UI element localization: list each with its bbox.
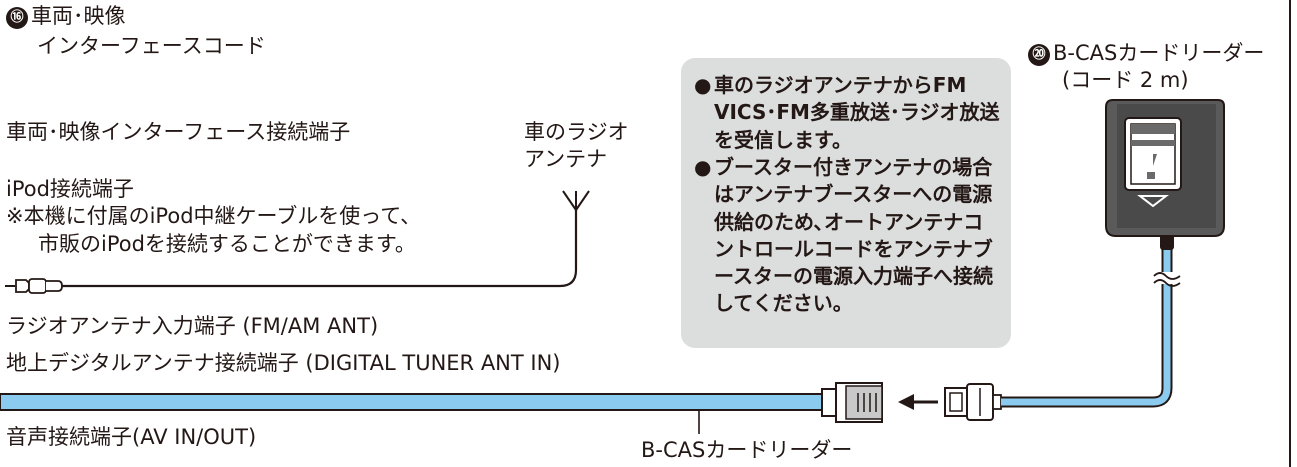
radio-antenna-input-label: ラジオアンテナ入力端子 (FM/AM ANT) [6,314,379,338]
radio-antenna-wire [62,210,578,288]
note-item-2: ●ブースター付きアンテナの場合はアンテナブースターへの電源供給のため､オートアン… [694,154,1001,318]
bcas-cord-length: (コード 2 m) [1062,68,1189,92]
audio-terminal-label: 音声接続端子(AV IN/OUT) [6,425,257,449]
note-item-2-text: ブースター付きアンテナの場合はアンテナブースターへの電源供給のため､オートアンテ… [714,155,993,316]
vehicle-video-line1: 車両･映像 [31,4,126,28]
car-radio-antenna-line1: 車のラジオ [524,120,629,144]
digital-antenna-cable [0,393,823,411]
vehicle-video-line2: インターフェースコード [37,34,266,58]
badge-20: ⑳ [1028,44,1050,66]
bcas-card-reader-icon [1105,99,1225,237]
badge-16: ⑯ [6,7,28,29]
note-bullet-1: ● [694,73,712,97]
note-bullet-2: ● [694,155,712,179]
bcas-female-connector [821,382,883,423]
cord-break-mark [1153,272,1181,287]
bcas-cord [1001,248,1171,406]
bcas-reader-title-text: B-CASカードリーダー [1053,41,1265,65]
ipod-note-line2: 市販のiPodを接続することができます。 [38,232,416,256]
antenna-symbol [562,190,590,211]
note-item-1-text: 車のラジオアンテナからFM VICS･FM多重放送･ラジオ放送を受信します。 [714,73,1000,152]
ipod-note-line1: ※本機に付属のiPod中継ケーブルを使って、 [6,204,422,228]
car-radio-antenna-line2: アンテナ [524,147,608,171]
connect-arrow [898,394,938,410]
digital-antenna-terminal-label: 地上デジタルアンテナ接続端子 (DIGITAL TUNER ANT IN) [6,351,561,375]
bcas-cord-outline [1001,248,1173,408]
ipod-terminal-label: iPod接続端子 [6,177,134,201]
vehicle-interface-terminal-label: 車両･映像インターフェース接続端子 [6,120,351,144]
bcas-connector-label: B-CASカードリーダー [641,438,853,462]
note-item-1: ●車のラジオアンテナからFM VICS･FM多重放送･ラジオ放送を受信します。 [694,72,1001,154]
radio-plug-icon [5,278,63,294]
bcas-male-connector [944,383,1002,421]
note-box: ●車のラジオアンテナからFM VICS･FM多重放送･ラジオ放送を受信します。 … [681,58,1011,348]
